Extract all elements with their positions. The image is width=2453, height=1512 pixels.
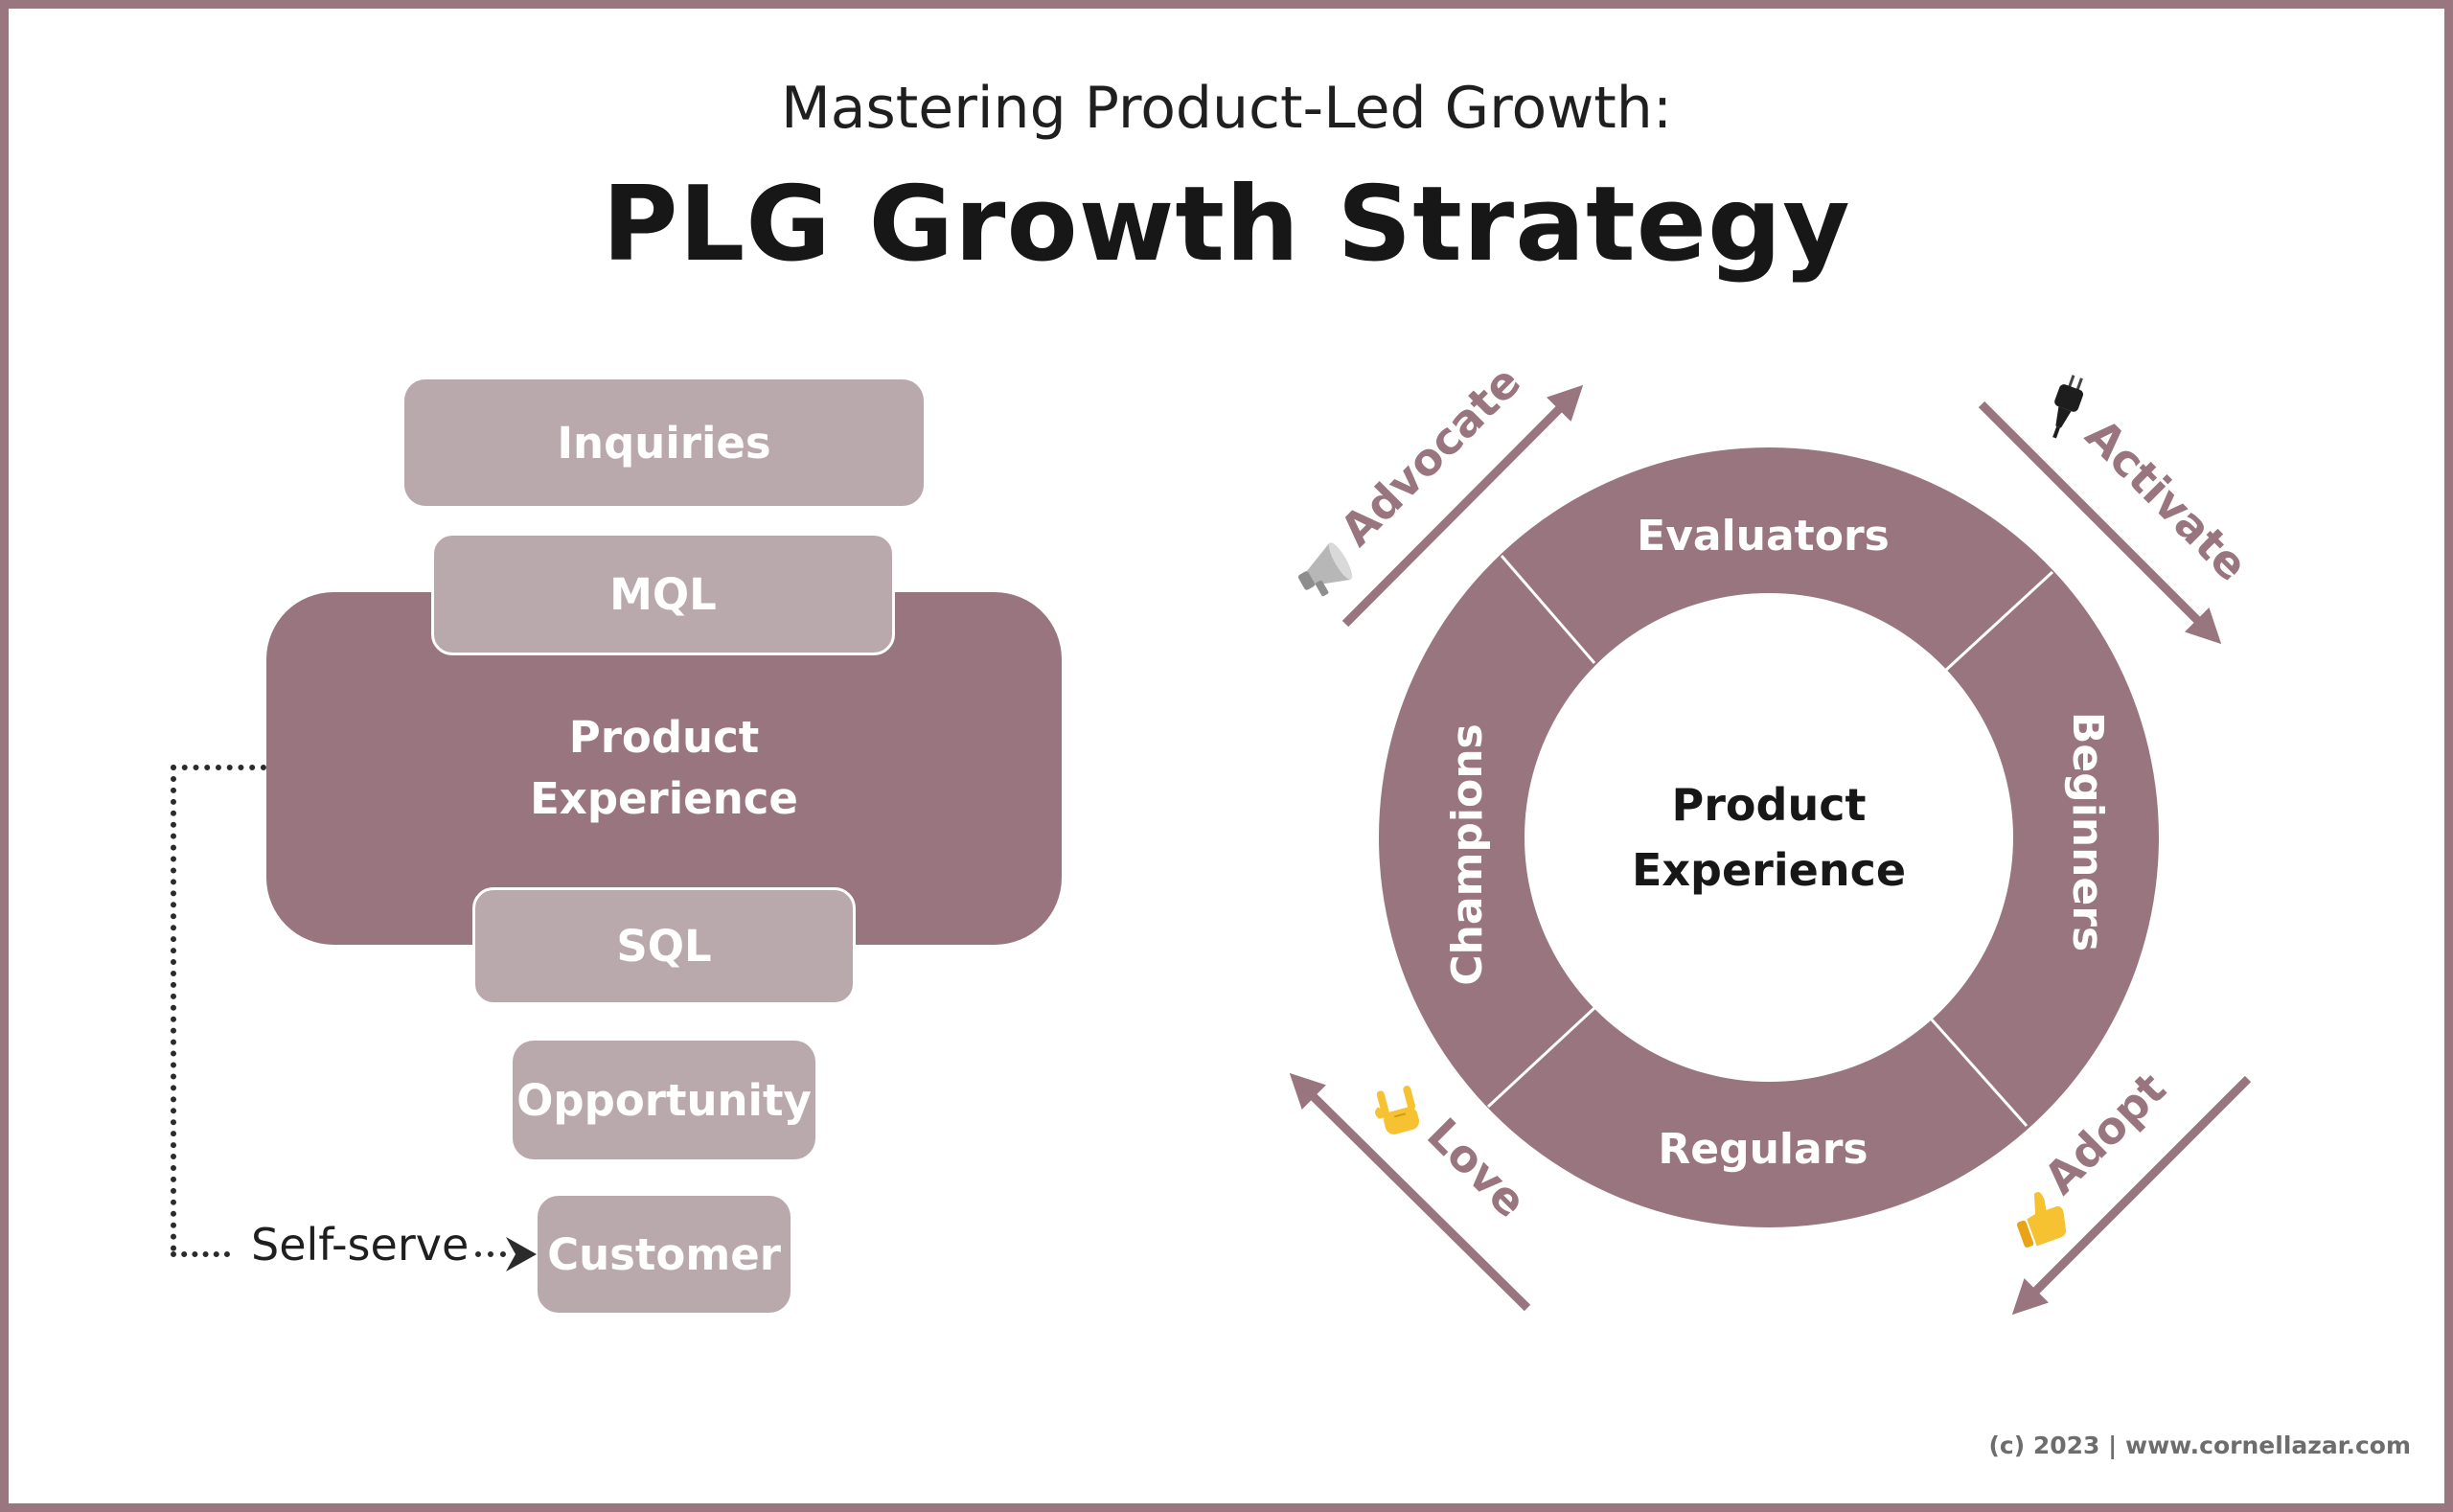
segment-evaluators: Evaluators: [1637, 512, 1890, 561]
segment-beginners: Beginners: [2063, 712, 2112, 951]
cycle-ring: [1378, 447, 2159, 1227]
page-title: PLG Growth Strategy: [602, 165, 1851, 285]
funnel-core-line1: Product: [568, 712, 760, 763]
ring-divider: [1500, 555, 1596, 664]
funnel-core-line2: Experience: [530, 773, 798, 824]
ring-divider: [1943, 570, 2054, 673]
adopt-arrow: [2011, 1075, 2252, 1316]
self-serve-label: Self-serve: [251, 1219, 470, 1271]
love-you-hand-icon: [1375, 1086, 1420, 1134]
activate-arrow: [1978, 401, 2222, 645]
funnel-stage-sql: SQL: [472, 887, 856, 1005]
funnel-stage-customer: Customer: [538, 1196, 791, 1313]
love-arrow: [1289, 1072, 1531, 1312]
funnel-stage-inquiries: Inquiries: [404, 379, 924, 506]
megaphone-icon: [1297, 542, 1353, 597]
funnel-stage-opportunity: Opportunity: [513, 1041, 815, 1159]
action-activate-label: Activate: [2075, 409, 2258, 591]
ring-divider: [1929, 1018, 2029, 1127]
cycle-center-line1: Product: [1672, 779, 1867, 831]
segment-champions: Champions: [1443, 723, 1492, 985]
page-subtitle: Mastering Product-Led Growth:: [780, 75, 1673, 142]
advocate-arrow: [1341, 384, 1584, 628]
plug-icon: [2052, 375, 2084, 439]
segment-regulars: Regulars: [1658, 1125, 1868, 1174]
cycle-center-line2: Experience: [1632, 844, 1906, 896]
funnel-stage-mql: MQL: [431, 533, 895, 655]
thumbs-up-icon: [2016, 1192, 2067, 1248]
self-serve-arrowhead: [506, 1237, 537, 1271]
self-serve-connector-vertical: [171, 765, 176, 1251]
self-serve-connector-top: [171, 765, 266, 770]
copyright-footer: (c) 2023 | www.cornellazar.com: [1988, 1432, 2412, 1459]
ring-divider: [1486, 1006, 1596, 1109]
action-advocate-label: Advocate: [1330, 355, 1530, 556]
self-serve-connector-bottom-right: [475, 1251, 506, 1257]
self-serve-connector-bottom-left: [171, 1251, 230, 1257]
